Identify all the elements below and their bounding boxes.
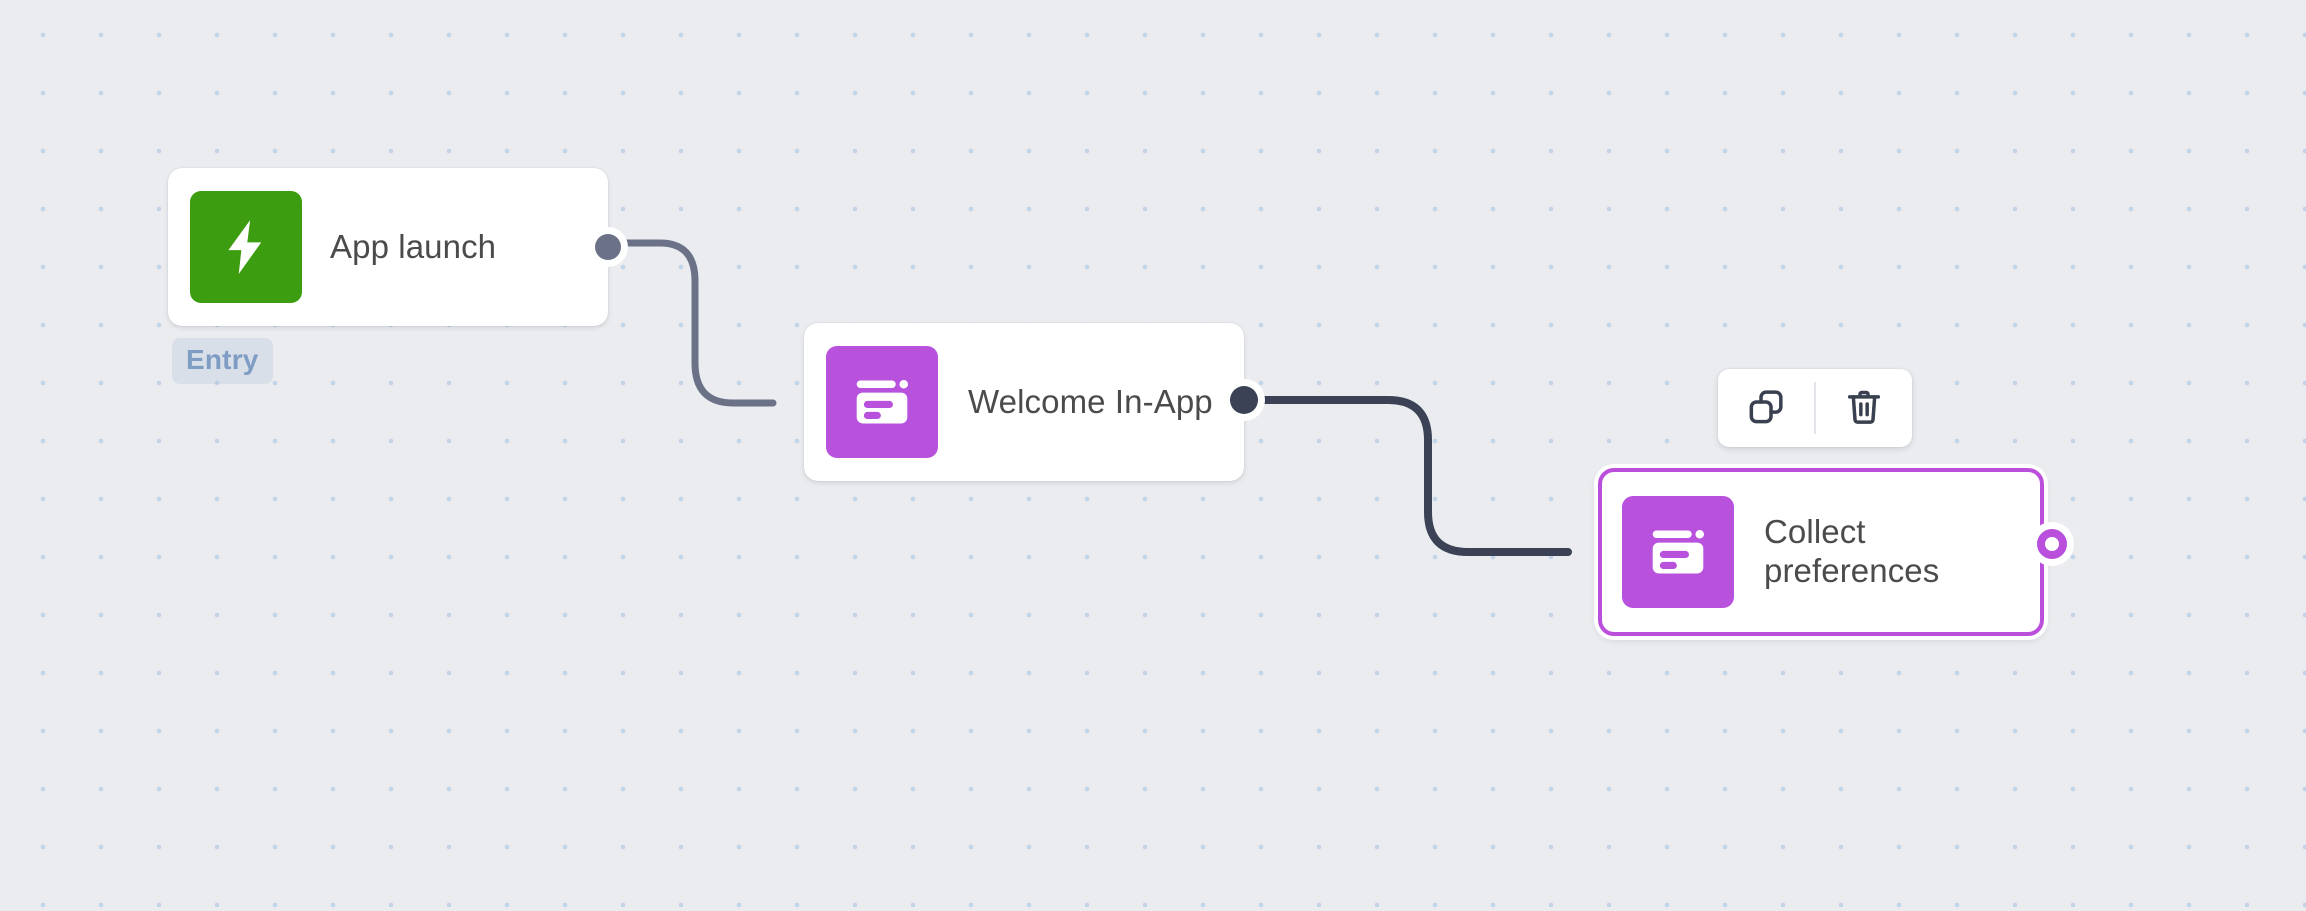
edge-welcome-to-collect[interactable] <box>1250 396 1572 556</box>
duplicate-button[interactable] <box>1718 369 1814 447</box>
duplicate-icon <box>1746 387 1786 430</box>
node-toolbar[interactable] <box>1718 369 1912 447</box>
toolbar-divider <box>1814 382 1816 434</box>
output-handle-welcome-in-app[interactable] <box>1230 386 1258 414</box>
node-app-launch[interactable]: App launch <box>168 168 621 326</box>
node-label: Welcome In-App <box>968 382 1213 420</box>
in-app-message-icon <box>826 346 938 458</box>
in-app-message-icon <box>1622 496 1734 608</box>
node-collect-preferences[interactable]: Collect preferences <box>1598 468 2067 636</box>
node-welcome-in-app[interactable]: Welcome In-App <box>804 323 1258 481</box>
output-handle-app-launch[interactable] <box>595 234 621 260</box>
lightning-bolt-icon <box>190 191 302 303</box>
entry-badge: Entry <box>172 338 273 384</box>
node-label: Collect preferences <box>1764 513 1940 589</box>
node-label: App launch <box>330 227 497 265</box>
delete-button[interactable] <box>1816 369 1912 447</box>
edge-app-launch-to-welcome[interactable] <box>614 239 777 407</box>
trash-icon <box>1844 387 1884 430</box>
output-handle-collect-preferences[interactable] <box>2037 529 2067 559</box>
